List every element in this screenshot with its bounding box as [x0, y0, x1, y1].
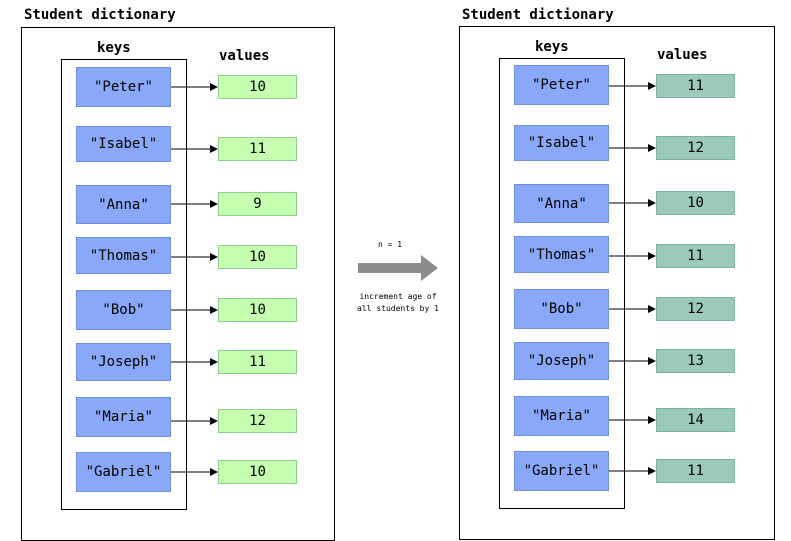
left-dict-frame — [21, 27, 335, 541]
right-key-isabel: "Isabel" — [514, 125, 609, 161]
right-key-bob: "Bob" — [514, 289, 609, 329]
left-value-joseph: 11 — [218, 350, 297, 374]
transform-arrow — [358, 255, 438, 281]
left-value-maria: 12 — [218, 409, 297, 433]
left-value-bob: 10 — [218, 298, 297, 322]
left-dict-title: Student dictionary — [24, 7, 176, 23]
left-key-peter: "Peter" — [76, 67, 171, 107]
right-key-maria: "Maria" — [514, 396, 609, 436]
right-value-bob: 12 — [656, 297, 735, 321]
left-keys-frame — [61, 59, 187, 510]
left-key-joseph: "Joseph" — [76, 343, 171, 381]
right-key-anna: "Anna" — [514, 184, 609, 223]
right-value-isabel: 12 — [656, 136, 735, 160]
right-value-maria: 14 — [656, 408, 735, 432]
right-dict-frame — [459, 26, 775, 540]
right-values-header: values — [657, 47, 708, 63]
left-value-peter: 10 — [218, 75, 297, 99]
right-keys-frame — [499, 58, 625, 509]
right-value-thomas: 11 — [656, 244, 735, 268]
right-key-gabriel: "Gabriel" — [514, 451, 609, 491]
left-key-maria: "Maria" — [76, 397, 171, 437]
left-key-isabel: "Isabel" — [76, 126, 171, 162]
right-key-thomas: "Thomas" — [514, 236, 609, 273]
left-values-header: values — [219, 48, 270, 64]
left-value-gabriel: 10 — [218, 460, 297, 484]
left-value-thomas: 10 — [218, 245, 297, 269]
right-value-anna: 10 — [656, 191, 735, 215]
right-value-peter: 11 — [656, 74, 735, 98]
left-key-thomas: "Thomas" — [76, 237, 171, 274]
right-dict-title: Student dictionary — [462, 7, 614, 23]
left-keys-header: keys — [97, 40, 131, 56]
left-key-gabriel: "Gabriel" — [76, 452, 171, 492]
transform-description-line1: increment age of — [359, 292, 437, 301]
left-key-bob: "Bob" — [76, 290, 171, 330]
transform-param: n = 1 — [377, 240, 403, 249]
left-value-anna: 9 — [218, 192, 297, 216]
transform-description-line2: all students by 1 — [357, 304, 439, 313]
left-value-isabel: 11 — [218, 137, 297, 161]
right-key-joseph: "Joseph" — [514, 342, 609, 380]
right-value-joseph: 13 — [656, 349, 735, 373]
left-key-anna: "Anna" — [76, 185, 171, 224]
right-key-peter: "Peter" — [514, 65, 609, 105]
right-keys-header: keys — [535, 39, 569, 55]
right-value-gabriel: 11 — [656, 459, 735, 483]
